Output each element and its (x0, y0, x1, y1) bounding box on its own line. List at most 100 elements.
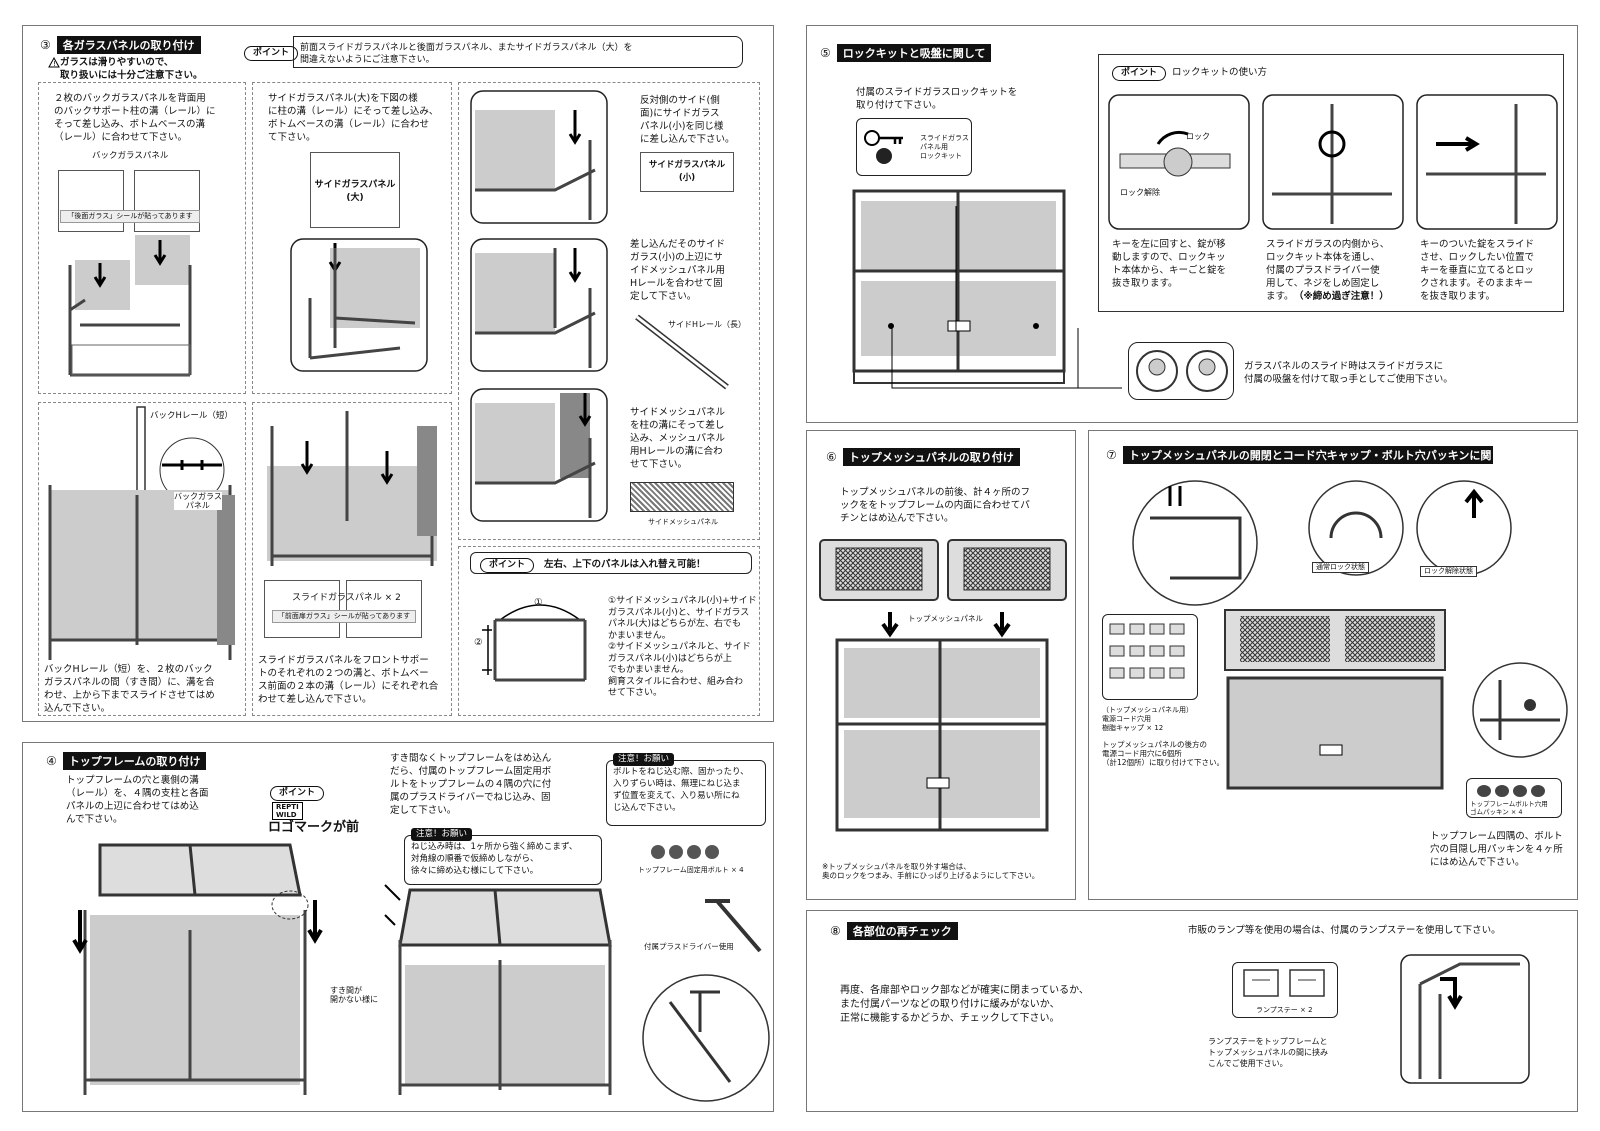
back-glass-sticker: 「後面ガラス」シールが貼ってあります (60, 210, 200, 223)
h-rail-icon (635, 314, 729, 390)
lock-step-3-text: キーのついた錠をスライド させ、ロックしたい位置で キーを垂直に立てるとロッ ク… (1420, 239, 1535, 302)
caution-label: 注意！お願い (411, 828, 473, 841)
screwdriver-icon (705, 899, 762, 953)
packing-box (1466, 778, 1562, 818)
section-7-frame (1088, 430, 1578, 900)
step-side-glass-small (458, 82, 760, 540)
bolt-caption: トップフレーム固定用ボルト × 4 (638, 866, 744, 874)
back-glass-panel-left (58, 170, 124, 232)
top-frame-text: トップフレームの穴と裏側の溝 （レール）を、４隅の支柱と各面 パネルの上辺に合わ… (66, 775, 209, 825)
side-glass-small-panel: サイドガラスパネル (小) (640, 152, 734, 192)
step-back-h-rail (38, 402, 246, 716)
lock-kit-text: 付属のスライドガラスロックキットを 取り付けて下さい。 (856, 87, 1018, 111)
section-title: トップメッシュパネルの開閉とコード穴キャップ・ボルト穴パッキンに関 (1122, 446, 1493, 464)
interchange-text: ①サイドメッシュパネル(小)+サイド ガラスパネル(小)と、サイドガラス パネル… (608, 596, 757, 698)
point-box: 前面スライドガラスパネルと後面ガラスパネル、またサイドガラスパネル（大）を 間違… (293, 36, 743, 68)
driver-caption: 付属プラスドライバー使用 (644, 942, 734, 951)
bolt-fixing-diagram (384, 884, 612, 1095)
section-title: 各ガラスパネルの取り付け (56, 36, 201, 54)
slide-glass-text: スライドガラスパネルをフロントサポー トのそれぞれの２つの溝と、ボトムベー ス前… (258, 655, 439, 705)
lamp-title: 市販のランプ等を使用の場合は、付属のランプステーを使用して下さい。 (1188, 925, 1501, 936)
back-glass-diagram (68, 235, 192, 377)
mark-1: ① (534, 597, 543, 608)
section-number: ⑤ (820, 46, 831, 60)
section-3-frame (22, 25, 774, 722)
suction-text: ガラスパネルのスライド時はスライドガラスに 付属の吸盤を付けて取っ手としてご使用… (1244, 361, 1453, 385)
section-number: ⑥ (826, 450, 837, 464)
cord-cap-icon (1109, 623, 1185, 679)
logo-point-label: ポイント (270, 786, 325, 801)
back-h-rail-callout: バックガラス パネル (174, 492, 222, 510)
section-number: ④ (46, 754, 57, 768)
back-glass-text: ２枚のバックガラスパネルを背面用 のバックサポート柱の溝（レール）に そって差し… (54, 93, 216, 143)
lock-release-circle (1416, 480, 1512, 576)
top-mesh-arrows (881, 612, 1011, 638)
lock-step-2-warning: （※締め過ぎ注意！） (1294, 291, 1389, 302)
logo-front-text: ロゴマークが前 (268, 820, 360, 835)
side-mesh-diagram (470, 388, 608, 522)
lock-kit-caption: スライドガラス パネル用 ロックキット (920, 134, 969, 160)
section-title: トップフレームの取り付け (62, 752, 207, 770)
section-number: ⑦ (1106, 448, 1117, 462)
step-side-glass-large (252, 82, 452, 394)
suction-cup-box (1128, 342, 1234, 400)
caution-2-text: ボルトをねじ込む際、固かったり、 入りずらい時は、無理にねじ込ま ず位置を変えて… (613, 767, 749, 813)
terrarium-lock-diagram (852, 189, 1066, 384)
section-8-frame (806, 910, 1578, 1112)
warning-icon: ! (48, 57, 60, 68)
warning-text: ガラスは滑りやすいので、 取り扱いには十分ご注意下さい。 (60, 57, 203, 81)
side-mesh-text: サイドメッシュパネル を柱の溝にそって差し 込み、メッシュパネル 用Hレールの溝… (630, 407, 726, 470)
lock-normal-circle (1308, 480, 1404, 576)
point-label: ポイント (244, 46, 299, 61)
h-rail-text: 差し込んだそのサイド ガラス(小)の上辺にサ イドメッシュパネル用 Hレールを合… (630, 239, 726, 302)
lock-label: ロック (1186, 132, 1210, 141)
slide-glass-count: スライドガラスパネル × 2 (292, 593, 401, 603)
hook-detail-circle (1132, 480, 1258, 606)
caution-label: 注意！お願い (613, 753, 675, 766)
recheck-text: 再度、各扉部やロック部などが確実に閉まっているか、 また付属パーツなどの取り付け… (840, 985, 1089, 1024)
lock-step-2-diagram (1262, 94, 1404, 230)
back-glass-panel-right (134, 170, 200, 232)
cord-cap-box (1102, 614, 1198, 700)
repti-wild-logo: REPTI WILD (272, 802, 303, 820)
h-rail-diagram (470, 238, 608, 372)
section-8-header: ⑧ 各部位の再チェック (830, 922, 958, 940)
lock-release-label: ロック解除状態 (1420, 566, 1477, 577)
interchange-box (470, 552, 752, 574)
packing-icon (1477, 785, 1545, 797)
section-5-frame (806, 25, 1578, 423)
caution-1-box: 注意！お願い ねじ込み時は、1ヶ所から強く締めこまず、 対角線の順番で仮締めしな… (404, 828, 602, 885)
slide-glass-panel-left (264, 580, 340, 638)
back-h-rail-diagram (48, 406, 235, 660)
side-glass-large-diagram (290, 238, 428, 372)
packing-text: トップフレーム四隅の、ボルト 穴の目隠し用パッキンを４ヶ所 にはめ込んで下さい。 (1430, 831, 1563, 868)
top-mesh-panels-icon (819, 539, 1067, 601)
zoom-detail (642, 974, 770, 1102)
step-interchangeable (458, 546, 760, 716)
interchange-title: 左右、上下のパネルは入れ替え可能！ (544, 559, 706, 570)
section-4-frame (22, 742, 774, 1112)
interchange-diagram (482, 604, 587, 682)
cord-cap-caption: （トップメッシュパネル用） 電源コード穴用 樹脂キャップ × 12 (1102, 706, 1193, 732)
step-back-glass (38, 82, 246, 394)
section-number: ③ (40, 38, 51, 52)
top-mesh-caption: トップメッシュパネル (908, 614, 983, 623)
lock-usage-point-label: ポイント (1112, 66, 1167, 81)
side-glass-large-panel: サイドガラスパネル (大) (310, 152, 400, 228)
mark-2: ② (474, 637, 483, 648)
section-6-header: ⑥ トップメッシュパネルの取り付け (826, 448, 1020, 466)
bolt-icon (651, 845, 719, 859)
section-4-header: ④ トップフレームの取り付け (46, 752, 207, 770)
top-mesh-open-terrarium (1224, 609, 1446, 790)
interchange-point-label: ポイント (480, 558, 535, 573)
cord-cap-text: トップメッシュパネルの後方の 電源コード用穴に6個所 （計12個所）に取り付けて… (1102, 740, 1225, 767)
gap-caption: すき間が 開かない様に (330, 986, 378, 1004)
side-mesh-panel-icon (630, 482, 734, 512)
section-title: トップメッシュパネルの取り付け (842, 448, 1020, 466)
svg-text:!: ! (53, 60, 56, 68)
section-title: ロックキットと吸盤に関して (836, 44, 992, 62)
lamp-stay-text: ランプステーをトップフレームと トップメッシュパネルの間に挟み こんでご使用下さ… (1208, 1037, 1328, 1068)
lock-usage-title: ロックキットの使い方 (1172, 67, 1268, 78)
lock-kit-box (856, 118, 972, 176)
lock-usage-box (1098, 54, 1564, 312)
